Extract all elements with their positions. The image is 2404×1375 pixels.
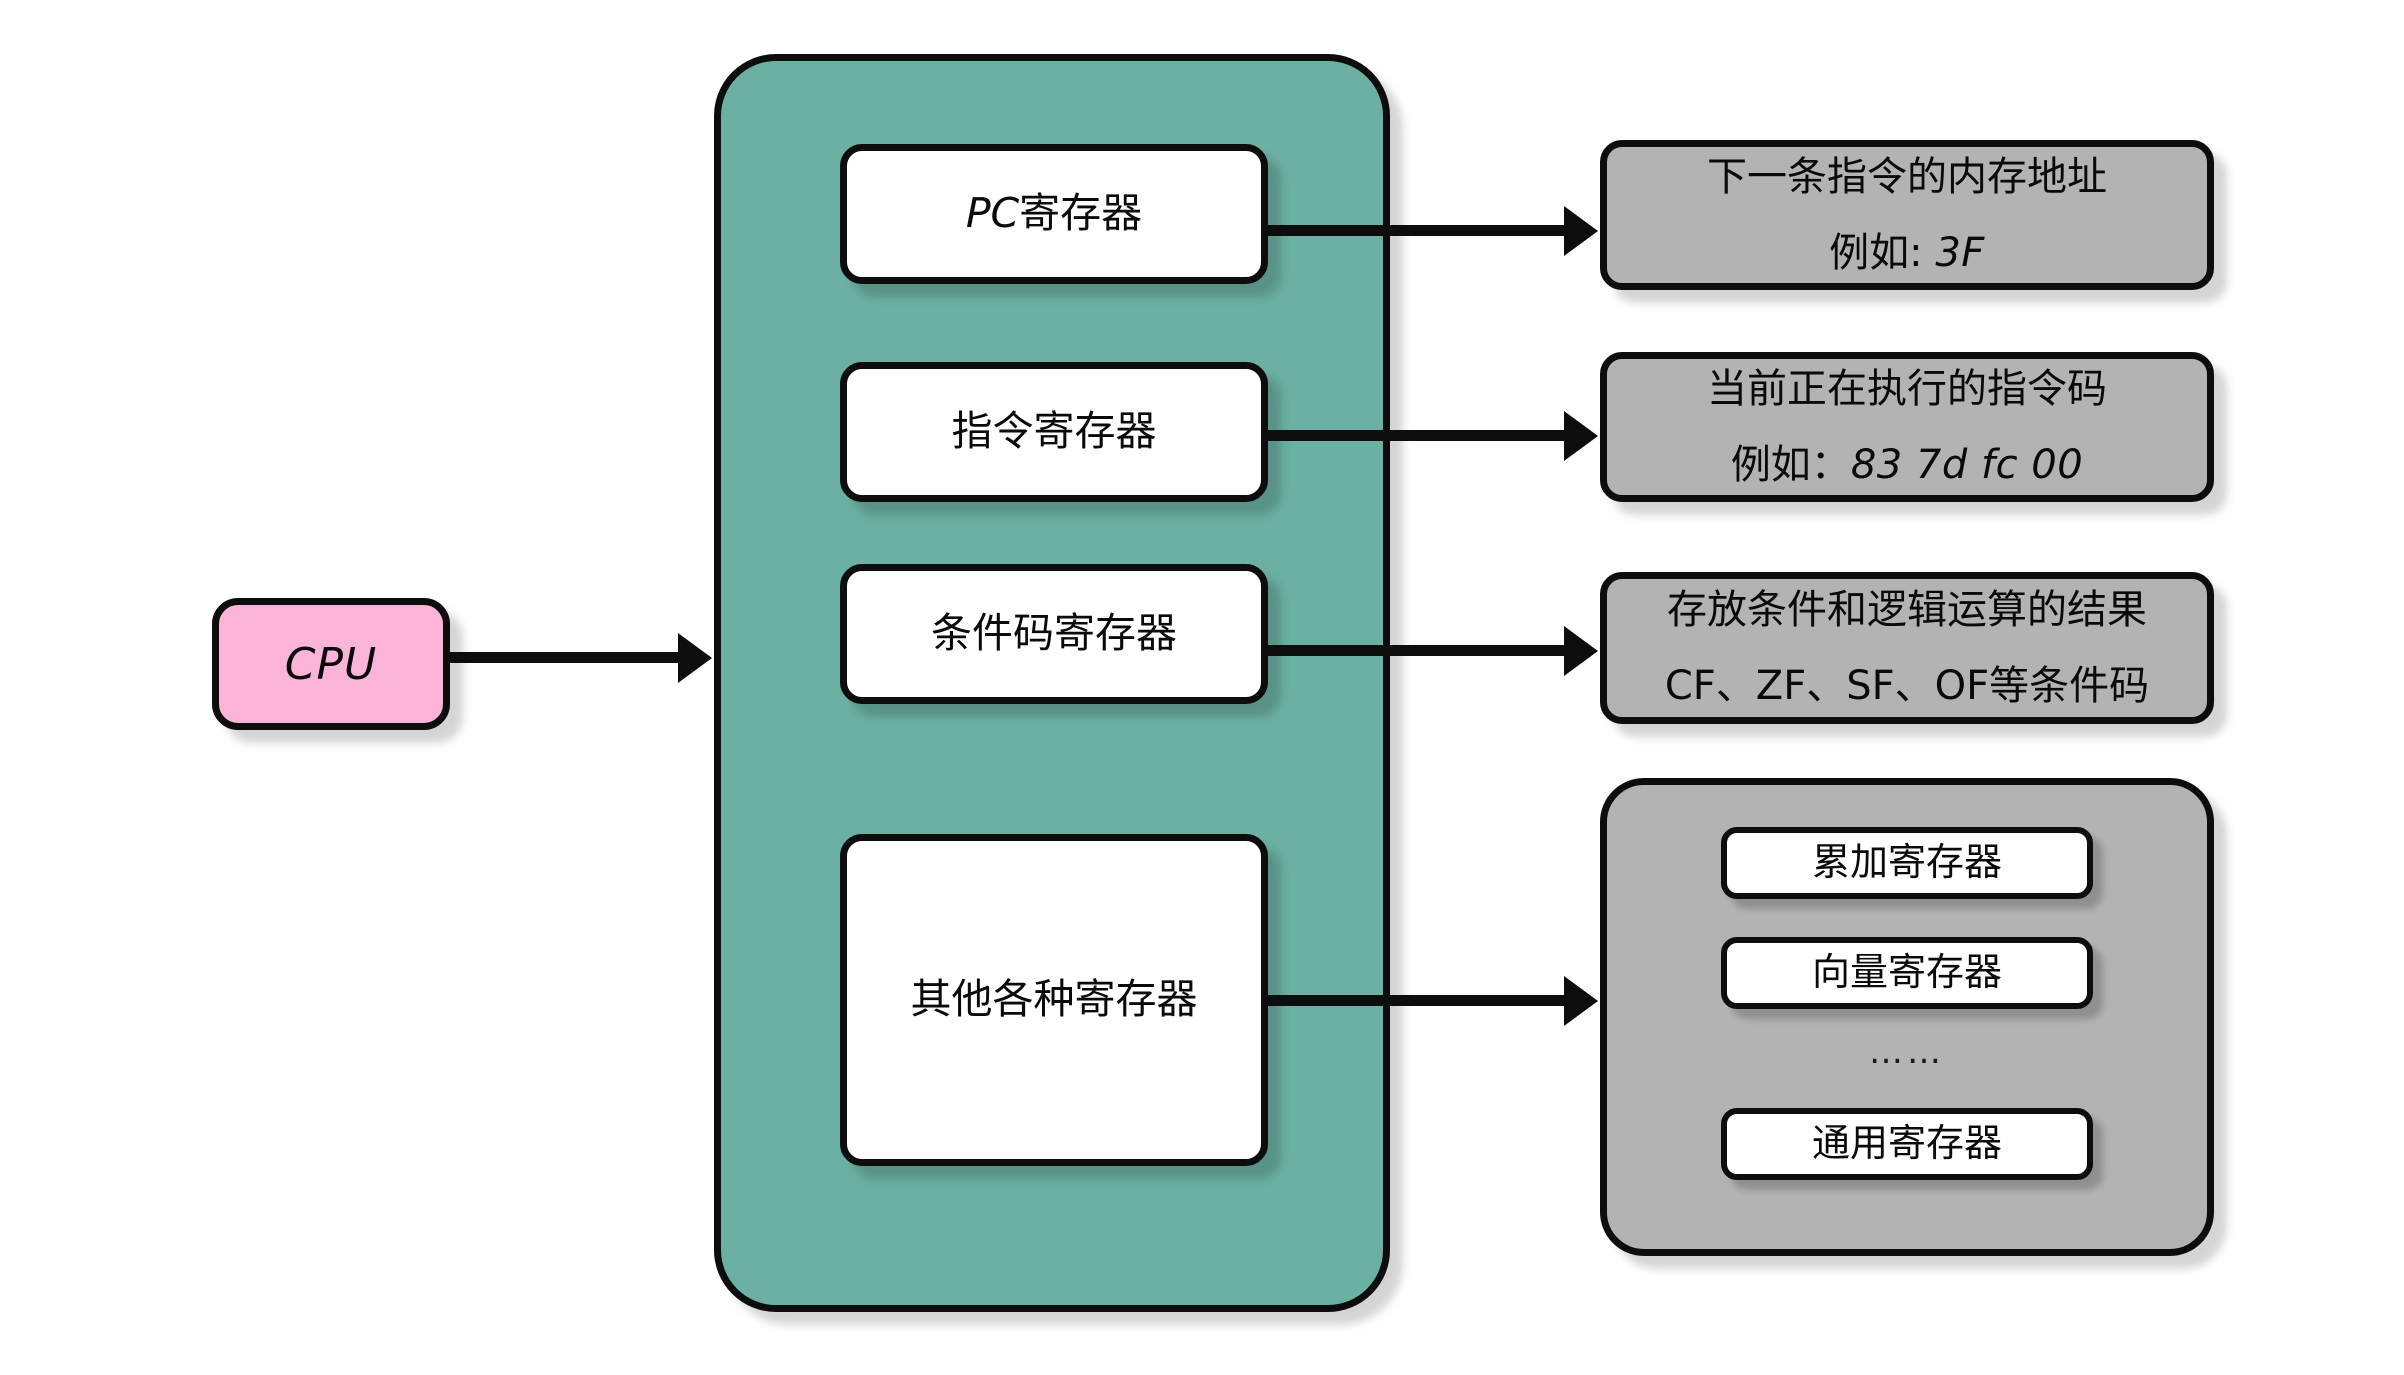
note-instruction-value: 83 7d fc 00 — [1850, 442, 2084, 488]
register-instruction-label: 指令寄存器 — [951, 407, 1157, 456]
note-instruction-prefix: 例如： — [1730, 442, 1851, 488]
register-pc-label: PC寄存器 — [966, 188, 1142, 239]
other-registers-group: 累加寄存器 向量寄存器 …… 通用寄存器 — [1600, 778, 2214, 1256]
register-flags[interactable]: 条件码寄存器 — [840, 564, 1268, 704]
note-instruction-line1: 当前正在执行的指令码 — [1707, 366, 2107, 412]
note-flags-line1: 存放条件和逻辑运算的结果 — [1667, 587, 2147, 633]
note-pc-value: 3F — [1935, 230, 1985, 276]
note-instruction-line2: 例如：83 7d fc 00 — [1731, 440, 2083, 490]
note-pc-line2: 例如: 3F — [1829, 228, 1985, 278]
register-instruction[interactable]: 指令寄存器 — [840, 362, 1268, 502]
sub-register-general-purpose[interactable]: 通用寄存器 — [1721, 1107, 2093, 1180]
register-pc-latin: PC — [965, 189, 1020, 238]
sub-register-vector-label: 向量寄存器 — [1811, 950, 2002, 995]
cpu-node[interactable]: CPU — [212, 598, 450, 730]
arrow-flags-to-note — [1268, 645, 1568, 656]
register-other[interactable]: 其他各种寄存器 — [840, 834, 1268, 1166]
arrow-pc-to-note — [1268, 225, 1568, 236]
sub-register-general-purpose-label: 通用寄存器 — [1811, 1120, 2002, 1165]
arrow-other-to-group — [1268, 995, 1568, 1006]
note-pc: 下一条指令的内存地址 例如: 3F — [1600, 140, 2214, 290]
sub-register-accumulator[interactable]: 累加寄存器 — [1721, 827, 2093, 899]
note-flags: 存放条件和逻辑运算的结果 CF、ZF、SF、OF等条件码 — [1600, 572, 2214, 724]
note-pc-line1: 下一条指令的内存地址 — [1707, 154, 2107, 200]
register-other-label: 其他各种寄存器 — [910, 975, 1198, 1024]
arrow-instruction-to-note — [1268, 430, 1568, 441]
register-pc-cn: 寄存器 — [1019, 189, 1143, 238]
note-flags-line2: CF、ZF、SF、OF等条件码 — [1664, 663, 2150, 709]
note-instruction: 当前正在执行的指令码 例如：83 7d fc 00 — [1600, 352, 2214, 502]
cpu-label: CPU — [284, 638, 378, 690]
note-pc-prefix: 例如: — [1829, 230, 1936, 276]
sub-register-vector[interactable]: 向量寄存器 — [1721, 937, 2093, 1009]
ellipsis-label: …… — [1869, 1032, 1945, 1072]
register-pc[interactable]: PC寄存器 — [840, 144, 1268, 284]
register-flags-label: 条件码寄存器 — [931, 609, 1177, 658]
sub-register-accumulator-label: 累加寄存器 — [1811, 840, 2002, 885]
arrow-cpu-to-register-file — [450, 652, 682, 663]
